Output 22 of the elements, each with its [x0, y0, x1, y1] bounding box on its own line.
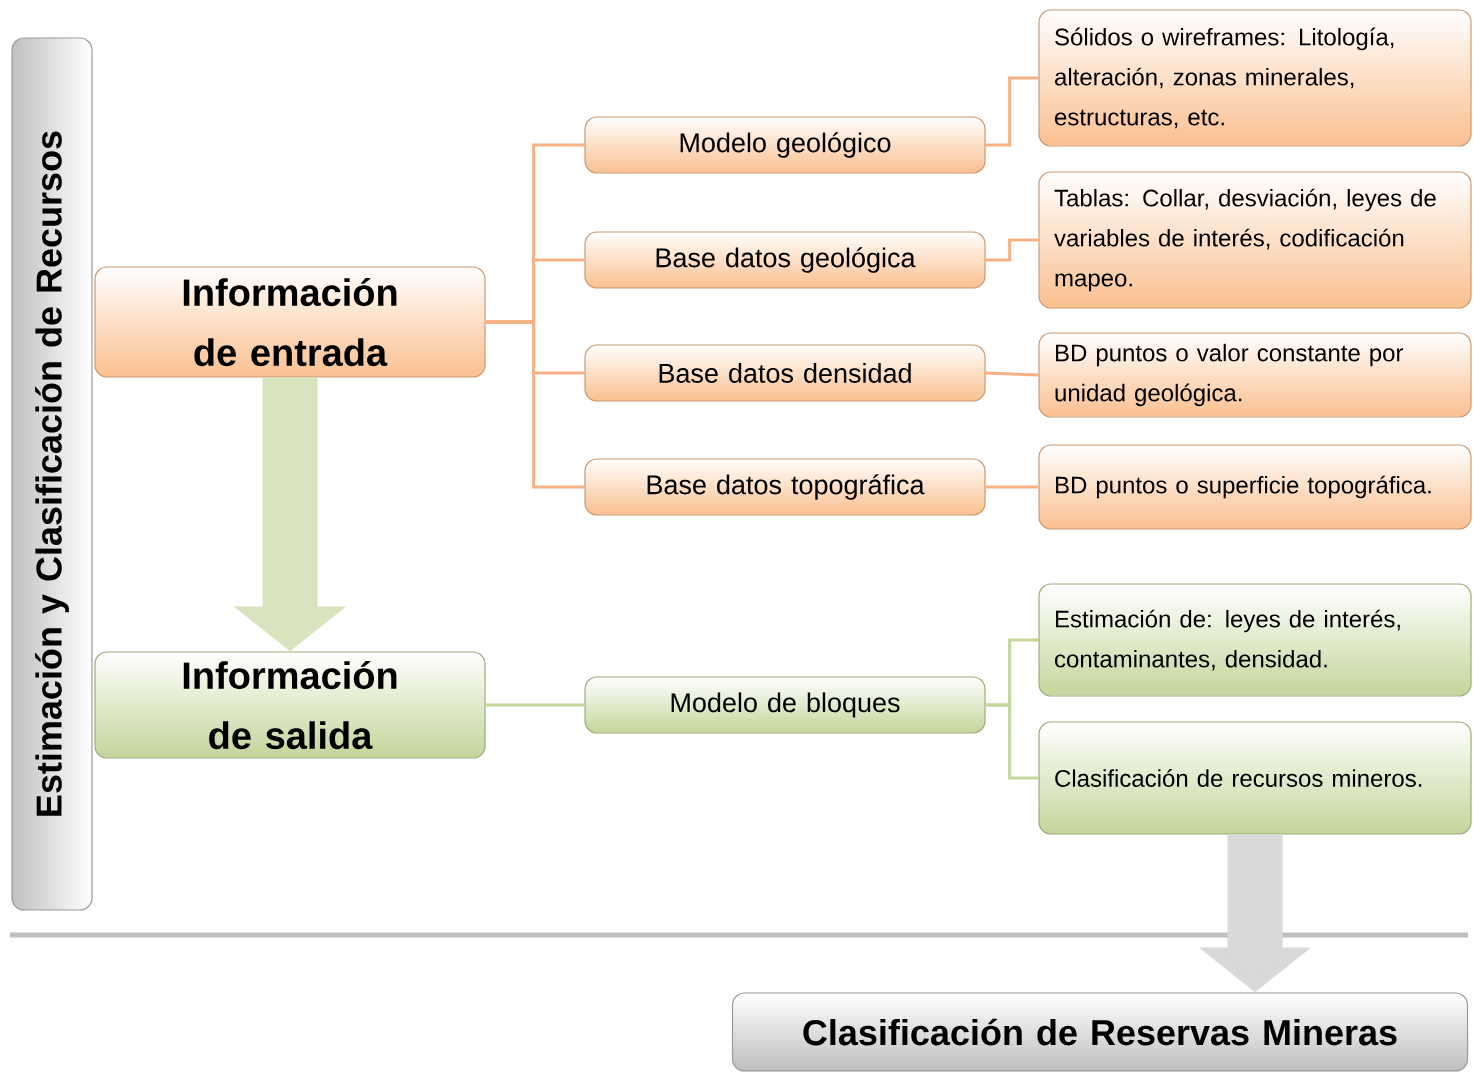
- connector: [985, 238, 1039, 262]
- rounded-box: Base datos topográfica: [584, 458, 986, 516]
- connector: [985, 703, 1039, 780]
- section-box: Información de entrada: [94, 266, 486, 378]
- side-band: Estimación y Clasificación de Recursos: [11, 37, 93, 911]
- connector: [485, 703, 585, 707]
- rounded-box: Modelo de bloques: [584, 676, 986, 734]
- heading-box: Clasificación de Reservas Mineras: [731, 992, 1469, 1072]
- connector: [985, 485, 1039, 489]
- section-box: Información de salida: [94, 651, 486, 759]
- note-box: BD puntos o superficie topográfica.: [1038, 444, 1472, 530]
- connector: [485, 320, 585, 489]
- connector: [985, 76, 1039, 147]
- note-box: Sólidos o wireframes: Litología, alteración, zonas minerales, estructuras, etc.: [1038, 9, 1472, 147]
- note-box: Tablas: Collar, desviación, leyes de variables de interés, codificación mapeo.: [1038, 171, 1472, 309]
- note-box: Estimación de: leyes de interés, contaminantes, densidad.: [1038, 583, 1472, 697]
- note-box: Clasificación de recursos mineros.: [1038, 721, 1472, 835]
- note-box: BD puntos o valor constante por unidad geológica.: [1038, 332, 1472, 418]
- rounded-box: Modelo geológico: [584, 116, 986, 174]
- rounded-box: Base datos geológica: [584, 231, 986, 289]
- rounded-box: Base datos densidad: [584, 344, 986, 402]
- connector: [985, 371, 1039, 377]
